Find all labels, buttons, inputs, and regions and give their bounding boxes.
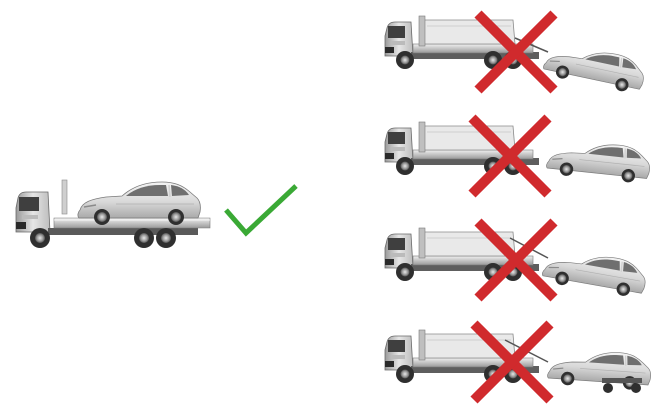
dolly [602, 378, 642, 393]
prohibited-dolly-tow [385, 324, 652, 400]
towed-car [546, 138, 652, 185]
check-icon [226, 186, 296, 233]
prohibited-front-wheels-ground-tow [385, 118, 652, 194]
prohibited-wheel-lift-tow [385, 14, 647, 95]
towed-car [542, 40, 648, 95]
approved-flatbed-tow [16, 180, 296, 248]
prohibited-sling-tow [385, 222, 649, 299]
towed-car [541, 246, 649, 299]
wrecker-truck [385, 16, 539, 69]
